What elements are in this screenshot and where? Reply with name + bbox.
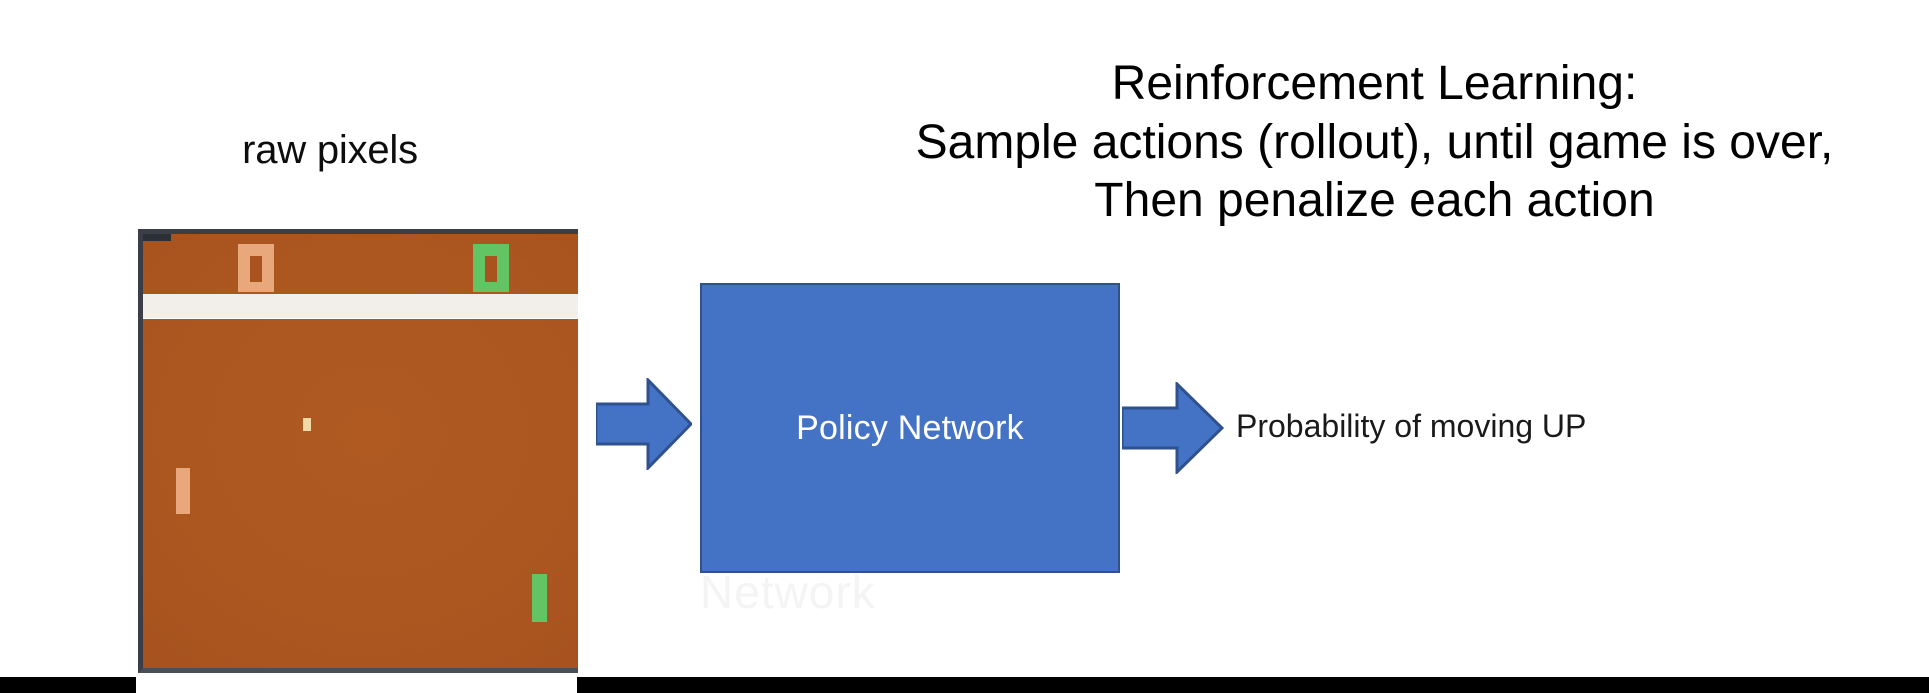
pong-score-left-digit: [238, 244, 274, 292]
heading-line-3: Then penalize each action: [1094, 174, 1655, 228]
pong-ball: [303, 418, 311, 431]
arrow-right-icon-output: [1122, 382, 1224, 474]
pong-score-right-digit: [473, 244, 509, 292]
policy-network-label: Policy Network: [796, 408, 1024, 447]
heading-line-2: Sample actions (rollout), until game is …: [915, 115, 1834, 169]
pong-paddle-right: [532, 574, 547, 622]
letterbox-bar-left: [0, 677, 136, 693]
slide-heading: Reinforcement Learning: Sample actions (…: [820, 55, 1929, 231]
pong-game-screenshot: [138, 229, 578, 673]
arrow-right-icon-input: [596, 378, 692, 470]
pong-court-divider: [143, 294, 578, 318]
letterbox-bar-right: [577, 677, 1929, 693]
background-ghost-text: Network: [700, 566, 876, 618]
output-probability-label: Probability of moving UP: [1236, 408, 1587, 444]
emulator-corner-marker: [143, 234, 171, 241]
policy-network-box: Policy Network: [700, 283, 1120, 573]
heading-line-1: Reinforcement Learning:: [1111, 57, 1638, 110]
raw-pixels-caption: raw pixels: [242, 128, 418, 172]
pong-paddle-left: [176, 468, 190, 514]
